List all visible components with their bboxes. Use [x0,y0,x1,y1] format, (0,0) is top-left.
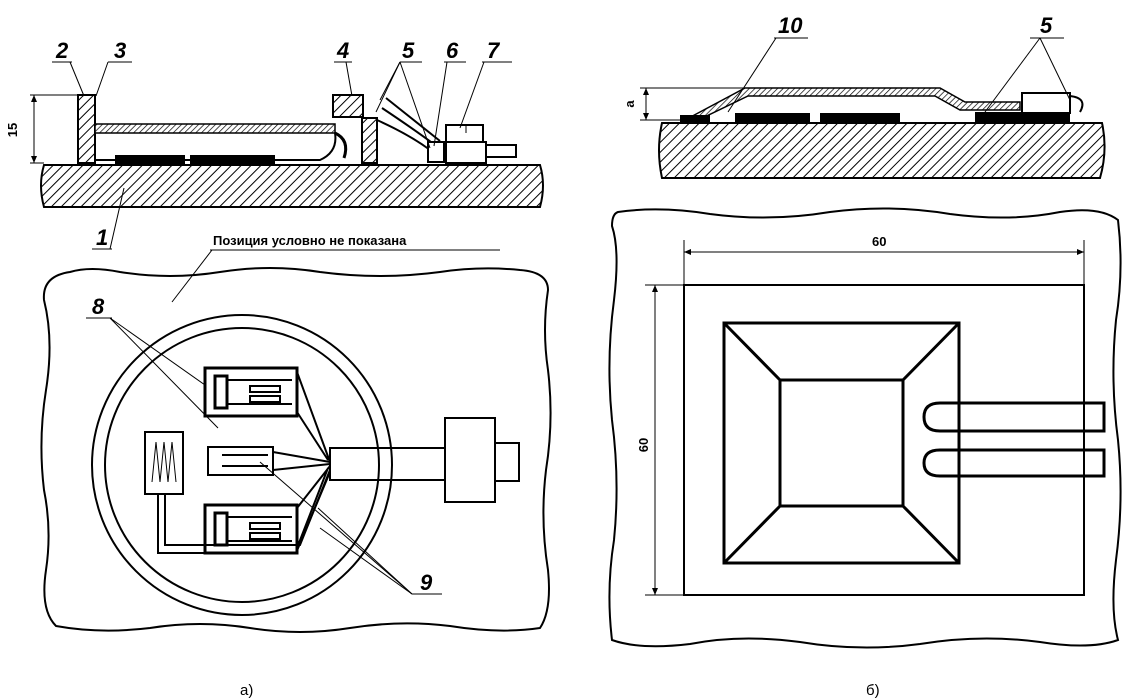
figure-a-plan-view: 8 9 [40,267,552,633]
shaft [329,447,446,481]
plan-border [40,267,552,633]
dimension-width-60: 60 [872,234,886,249]
hidden-item-note: Позиция условно не показана [213,233,407,248]
solder-part [427,141,445,163]
callout-7: 7 [487,38,501,63]
callout-6: 6 [446,38,459,63]
component-box [445,124,484,143]
dimension-gap-a: а [622,100,637,108]
component-pad [975,112,1070,122]
component-pad [820,113,900,122]
callout-8: 8 [92,294,105,319]
component-pin [485,144,517,158]
block [332,94,364,118]
callout-9: 9 [420,570,433,595]
dimension-height-60: 60 [636,438,651,452]
caption-a: а) [240,682,253,699]
connector-post [361,117,378,164]
connector-tip [494,442,520,482]
figure-b-section-view: а 10 5 [622,13,1106,179]
dimension-15: 15 [5,123,20,137]
housing-wall [77,94,96,164]
component-box-base [445,141,487,164]
plate-outline [683,284,1085,596]
callout-5-b: 5 [1040,13,1053,38]
component-pad [190,155,275,164]
lead-top [922,401,1106,433]
figure-a-callouts: 2 3 4 5 6 7 1 Позиция условно не показан… [52,38,512,303]
plan-border-b [608,207,1122,649]
caption-b: б) [866,682,880,699]
component-pad [115,155,185,164]
lead-bottom [922,448,1106,478]
component-box-b [1021,92,1071,114]
callout-2: 2 [55,38,69,63]
figure-b-plan-view: 60 60 [608,207,1122,649]
cover [683,87,1021,124]
pyramid-inner [778,378,905,508]
callout-1: 1 [96,225,108,250]
figure-a-section-view: 15 [5,94,544,208]
callout-4: 4 [336,38,349,63]
component-pad [680,115,710,122]
callout-3: 3 [114,38,126,63]
base-plate-b [658,122,1106,179]
housing-inner-circle [104,327,380,603]
pyramid-outer [722,321,961,565]
base-plate [40,164,544,208]
callout-5: 5 [402,38,415,63]
connector-box [444,417,496,503]
housing-lid [94,123,336,134]
component-pad [735,113,810,122]
housing-outer-circle [91,314,393,616]
callout-10: 10 [778,13,803,38]
